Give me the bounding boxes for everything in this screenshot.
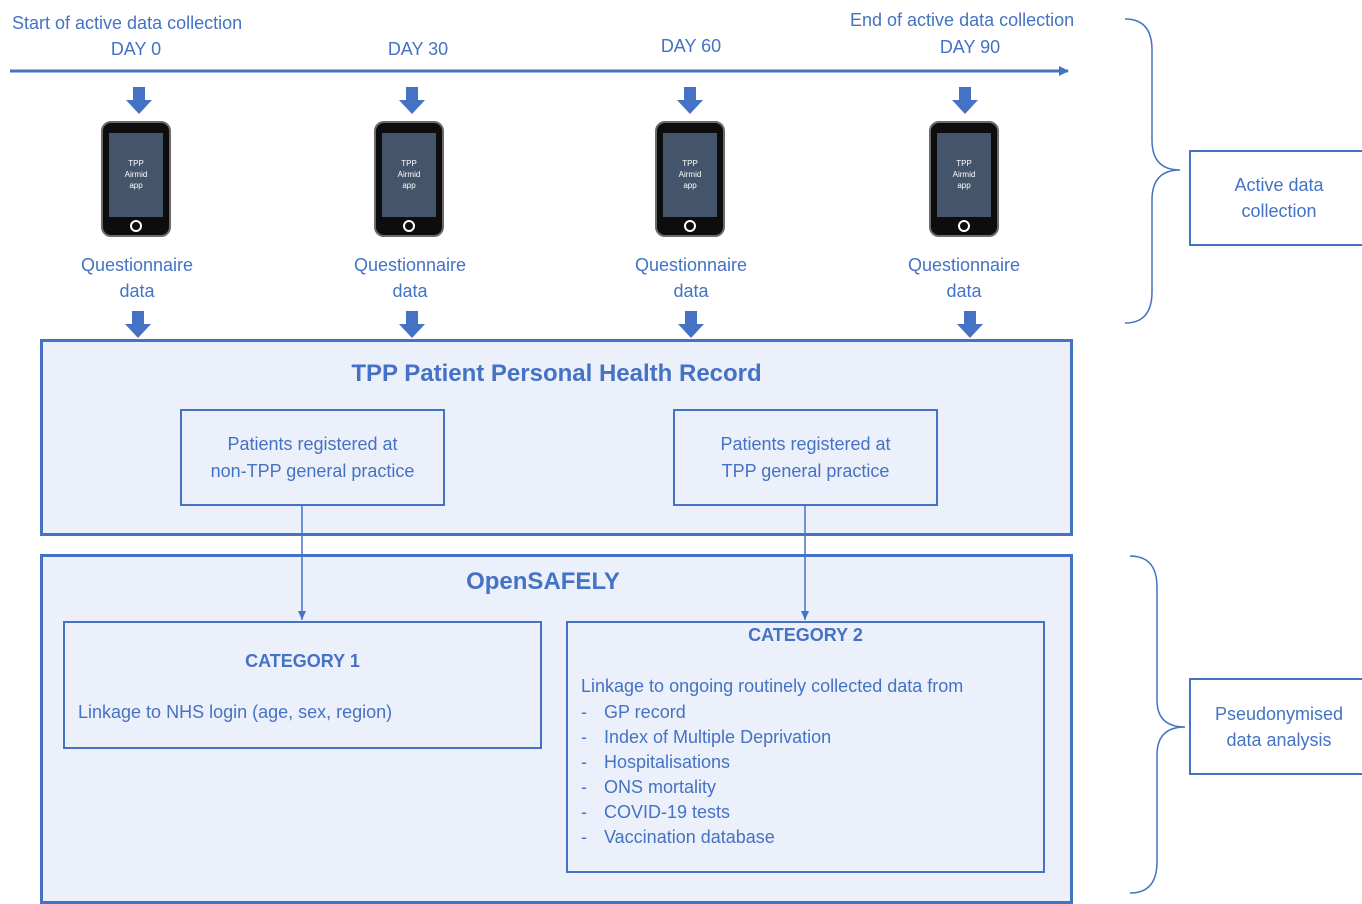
down-arrow-day60-top xyxy=(677,87,703,114)
list-item: Index of Multiple Deprivation xyxy=(581,725,831,750)
caption-line: data xyxy=(119,281,155,301)
tpp-practice-box: Patients registered at TPP general pract… xyxy=(673,409,938,506)
side-label-line: Active data xyxy=(1234,175,1324,195)
brace-pseudo xyxy=(1129,555,1186,894)
active-data-collection-label: Active data collection xyxy=(1189,150,1362,246)
list-item: COVID-19 tests xyxy=(581,800,831,825)
day-label-30: DAY 30 xyxy=(387,39,449,59)
down-arrow-day30-bottom xyxy=(399,311,425,338)
side-label-line: Pseudonymised xyxy=(1214,703,1344,724)
down-arrow-day0-top xyxy=(126,87,152,114)
phone-home-button xyxy=(684,220,696,232)
questionnaire-caption: Questionnaire data xyxy=(62,252,212,304)
category2-intro: Linkage to ongoing routinely collected d… xyxy=(581,676,964,696)
box-line: non-TPP general practice xyxy=(210,460,415,481)
brace-active xyxy=(1124,18,1181,324)
phone-screen: TPP Airmid app xyxy=(382,133,436,217)
caption-line: Questionnaire xyxy=(80,255,194,275)
side-label-line: data analysis xyxy=(1226,729,1332,750)
down-arrow-day60-bottom xyxy=(678,311,704,338)
phone-screen-line: app xyxy=(402,181,416,190)
start-caption: Start of active data collection xyxy=(12,13,243,33)
caption-line: data xyxy=(673,281,709,301)
down-arrow-day0-bottom xyxy=(125,311,151,338)
phone-home-button xyxy=(958,220,970,232)
list-item: GP record xyxy=(581,700,831,725)
caption-line: Questionnaire xyxy=(634,255,748,275)
day-label-0: DAY 0 xyxy=(110,39,162,59)
caption-line: Questionnaire xyxy=(907,255,1021,275)
down-arrow-day90-top xyxy=(952,87,978,114)
list-item: Hospitalisations xyxy=(581,750,831,775)
phone-screen-line: TPP xyxy=(128,159,144,168)
phone-icon: TPP Airmid app xyxy=(374,121,444,237)
phone-screen-line: Airmid xyxy=(678,170,702,179)
phone-screen-line: Airmid xyxy=(124,170,148,179)
category1-text: Linkage to NHS login (age, sex, region) xyxy=(78,702,393,722)
category2-box: CATEGORY 2 Linkage to ongoing routinely … xyxy=(566,621,1045,873)
side-label-line: collection xyxy=(1241,201,1317,221)
phone-screen-line: app xyxy=(957,181,971,190)
caption-line: Questionnaire xyxy=(353,255,467,275)
day-label-90: DAY 90 xyxy=(939,37,1001,57)
category1-title: CATEGORY 1 xyxy=(245,651,360,671)
phone-icon: TPP Airmid app xyxy=(929,121,999,237)
category2-title: CATEGORY 2 xyxy=(748,625,863,645)
list-item: ONS mortality xyxy=(581,775,831,800)
box-line: Patients registered at xyxy=(720,433,891,454)
pseudonymised-analysis-label: Pseudonymised data analysis xyxy=(1189,678,1362,775)
questionnaire-caption: Questionnaire data xyxy=(335,252,485,304)
caption-line: data xyxy=(946,281,982,301)
opensafely-title: OpenSAFELY xyxy=(466,568,620,595)
day-label-60: DAY 60 xyxy=(660,36,722,56)
box-line: Patients registered at xyxy=(227,433,398,454)
phone-screen-line: app xyxy=(683,181,697,190)
phone-screen-line: TPP xyxy=(682,159,698,168)
end-caption: End of active data collection xyxy=(850,10,1075,30)
phone-screen-line: app xyxy=(129,181,143,190)
phone-icon: TPP Airmid app xyxy=(655,121,725,237)
box-line: TPP general practice xyxy=(721,460,890,481)
phr-title: TPP Patient Personal Health Record xyxy=(351,360,762,387)
down-arrow-day90-bottom xyxy=(957,311,983,338)
category2-list: GP record Index of Multiple Deprivation … xyxy=(581,700,831,850)
phone-screen-line: TPP xyxy=(401,159,417,168)
phone-home-button xyxy=(130,220,142,232)
list-item: Vaccination database xyxy=(581,825,831,850)
phone-screen: TPP Airmid app xyxy=(663,133,717,217)
non-tpp-practice-box: Patients registered at non-TPP general p… xyxy=(180,409,445,506)
down-arrow-day30-top xyxy=(399,87,425,114)
questionnaire-caption: Questionnaire data xyxy=(616,252,766,304)
phone-screen-line: Airmid xyxy=(952,170,976,179)
phone-screen-line: TPP xyxy=(956,159,972,168)
questionnaire-caption: Questionnaire data xyxy=(889,252,1039,304)
phone-icon: TPP Airmid app xyxy=(101,121,171,237)
phone-screen: TPP Airmid app xyxy=(109,133,163,217)
phone-home-button xyxy=(403,220,415,232)
phone-screen-line: Airmid xyxy=(397,170,421,179)
phone-screen: TPP Airmid app xyxy=(937,133,991,217)
category1-box: CATEGORY 1 Linkage to NHS login (age, se… xyxy=(63,621,542,749)
caption-line: data xyxy=(392,281,428,301)
